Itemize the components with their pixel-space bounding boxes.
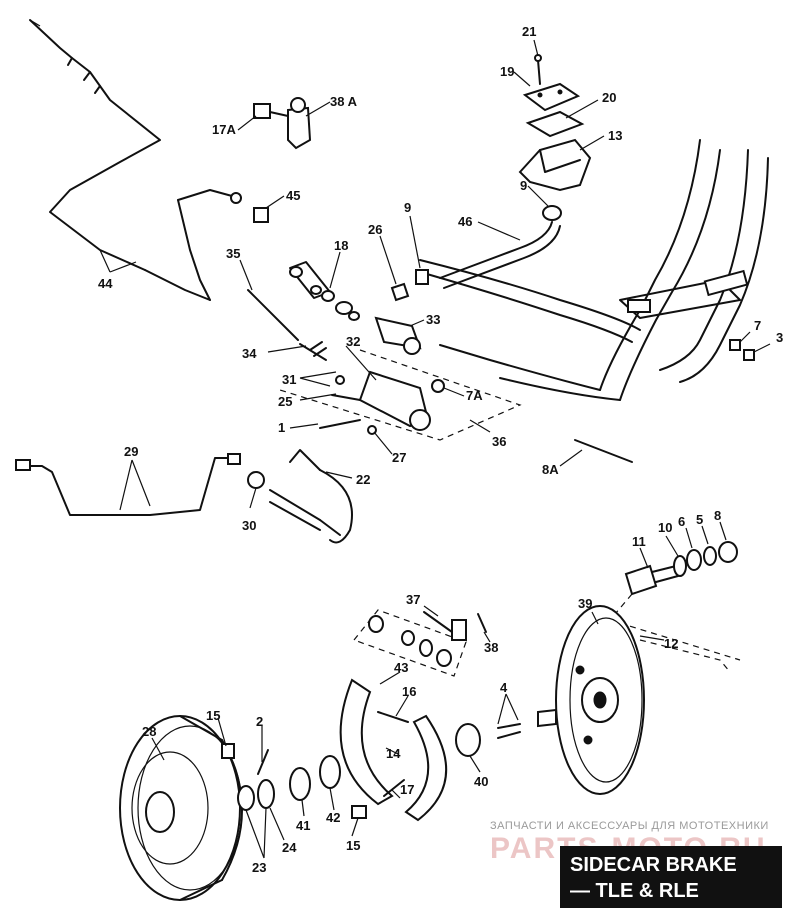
callout-42: 42 bbox=[326, 810, 340, 825]
callout-8a: 8A bbox=[542, 462, 559, 477]
callout-10: 10 bbox=[658, 520, 672, 535]
callout-7a: 7A bbox=[466, 388, 483, 403]
callout-6: 6 bbox=[678, 514, 685, 529]
callout-29: 29 bbox=[124, 444, 138, 459]
callout-20: 20 bbox=[602, 90, 616, 105]
leader-lines bbox=[29, 19, 771, 859]
callout-15-bottom: 15 bbox=[346, 838, 360, 853]
callout-21: 21 bbox=[522, 24, 536, 39]
callout-27: 27 bbox=[392, 450, 406, 465]
watermark-text: ЗАПЧАСТИ И АКСЕССУАРЫ ДЛЯ МОТОТЕХНИКИ bbox=[490, 820, 769, 832]
dashed-lead-12 bbox=[639, 639, 731, 673]
callout-8: 8 bbox=[714, 508, 721, 523]
callout-17: 17 bbox=[400, 782, 414, 797]
cotter-pin-8a bbox=[574, 439, 633, 463]
callout-9-mid: 9 bbox=[404, 200, 411, 215]
callout-37: 37 bbox=[406, 592, 420, 607]
backing-plate-39 bbox=[555, 605, 645, 795]
callout-5: 5 bbox=[696, 512, 703, 527]
hose-30 bbox=[247, 471, 341, 536]
callout-3: 3 bbox=[776, 330, 783, 345]
tee-fitting-38a bbox=[253, 97, 312, 150]
bolt-45 bbox=[253, 207, 269, 223]
callout-38a: 38 A bbox=[330, 94, 358, 109]
brake-drum-28 bbox=[119, 715, 243, 901]
callout-13: 13 bbox=[608, 128, 622, 143]
callout-35: 35 bbox=[226, 246, 240, 261]
callout-39: 39 bbox=[578, 596, 592, 611]
bearings-and-washers bbox=[221, 708, 557, 811]
wheel-cylinder-kit bbox=[353, 609, 487, 677]
brake-shoes bbox=[339, 678, 447, 822]
callout-24: 24 bbox=[282, 840, 297, 855]
bracket-assembly bbox=[518, 54, 592, 221]
callout-numbers: 21 19 20 13 9 38 A 17A 45 46 26 9 18 35 … bbox=[98, 24, 783, 875]
callout-16: 16 bbox=[402, 684, 416, 699]
diagram-title-box: SIDECAR BRAKE — TLE & RLE bbox=[560, 846, 782, 908]
brake-cable-44 bbox=[29, 19, 242, 301]
sidecar-frame bbox=[419, 139, 769, 401]
stud-and-washers bbox=[624, 541, 738, 596]
callout-15-top: 15 bbox=[206, 708, 220, 723]
callout-43: 43 bbox=[394, 660, 408, 675]
callout-19: 19 bbox=[500, 64, 514, 79]
callout-2: 2 bbox=[256, 714, 263, 729]
callout-44: 44 bbox=[98, 276, 113, 291]
assembly-outline-36 bbox=[279, 349, 522, 441]
callout-34: 34 bbox=[242, 346, 257, 361]
callout-45: 45 bbox=[286, 188, 300, 203]
callout-18: 18 bbox=[334, 238, 348, 253]
callout-22: 22 bbox=[356, 472, 370, 487]
callout-25: 25 bbox=[278, 394, 292, 409]
callout-38: 38 bbox=[484, 640, 498, 655]
callout-33: 33 bbox=[426, 312, 440, 327]
callout-12: 12 bbox=[664, 636, 678, 651]
callout-36: 36 bbox=[492, 434, 506, 449]
bolts-7-3 bbox=[729, 339, 755, 361]
title-line-2: — TLE & RLE bbox=[570, 880, 699, 902]
callout-1: 1 bbox=[278, 420, 285, 435]
brake-line-46 bbox=[439, 221, 561, 289]
callout-40: 40 bbox=[474, 774, 488, 789]
callout-7: 7 bbox=[754, 318, 761, 333]
callout-4: 4 bbox=[500, 680, 508, 695]
callout-23: 23 bbox=[252, 860, 266, 875]
callout-14: 14 bbox=[386, 746, 401, 761]
callout-11: 11 bbox=[632, 534, 646, 549]
master-cylinder-assembly bbox=[247, 261, 445, 435]
callout-46: 46 bbox=[458, 214, 472, 229]
brake-cable-22 bbox=[289, 449, 353, 544]
callout-30: 30 bbox=[242, 518, 256, 533]
callout-26: 26 bbox=[368, 222, 382, 237]
callout-17a: 17A bbox=[212, 122, 236, 137]
title-line-1: SIDECAR BRAKE bbox=[570, 854, 737, 876]
callout-41: 41 bbox=[296, 818, 310, 833]
brake-line-29 bbox=[15, 453, 241, 516]
callout-28: 28 bbox=[142, 724, 156, 739]
callout-32: 32 bbox=[346, 334, 360, 349]
callout-9-top: 9 bbox=[520, 178, 527, 193]
callout-31: 31 bbox=[282, 372, 296, 387]
